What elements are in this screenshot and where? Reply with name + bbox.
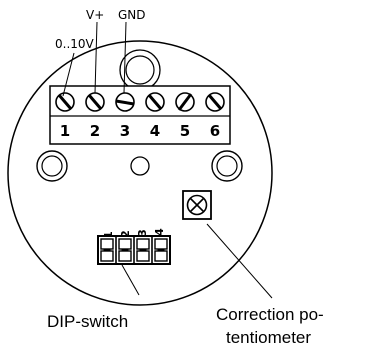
correction-potentiometer (182, 190, 212, 220)
label-correction-line2: tentiometer (226, 328, 311, 347)
mounting-hole-left (36, 150, 68, 182)
terminal-screw-2 (85, 92, 105, 112)
dip-toggle-1 (100, 238, 114, 262)
leader-signal (62, 52, 75, 97)
dip-position-4: 4 (153, 228, 166, 236)
leader-vplus (94, 21, 98, 94)
terminal-number-3: 3 (120, 122, 130, 140)
terminal-block (49, 85, 231, 145)
terminal-number-5: 5 (180, 122, 190, 140)
dip-switch (97, 235, 171, 265)
label-vplus: V+ (86, 8, 104, 22)
dip-toggle-2 (118, 238, 132, 262)
terminal-screw-1 (55, 92, 75, 112)
terminal-number-2: 2 (90, 122, 100, 140)
terminal-screw-6 (205, 92, 225, 112)
label-correction-line1: Correction po- (216, 305, 324, 324)
terminal-screw-3 (115, 92, 135, 112)
terminal-screw-4 (145, 92, 165, 112)
dip-toggle-3 (136, 238, 150, 262)
terminal-number-6: 6 (210, 122, 220, 140)
terminal-screw-5 (175, 92, 195, 112)
label-signal: 0..10V (55, 37, 95, 51)
label-gnd: GND (118, 8, 146, 22)
leader-dip-switch (121, 264, 140, 296)
label-dip-switch: DIP-switch (47, 312, 128, 331)
dip-toggle-4 (154, 238, 168, 262)
leader-gnd (123, 21, 127, 94)
leader-potentiometer (206, 223, 273, 299)
cable-gland-inner (125, 55, 155, 85)
dip-position-3: 3 (136, 229, 149, 237)
terminal-number-4: 4 (150, 122, 160, 140)
center-hole (130, 156, 150, 176)
mounting-hole-right (211, 150, 243, 182)
dip-position-2: 2 (119, 230, 132, 238)
terminal-number-1: 1 (60, 122, 70, 140)
